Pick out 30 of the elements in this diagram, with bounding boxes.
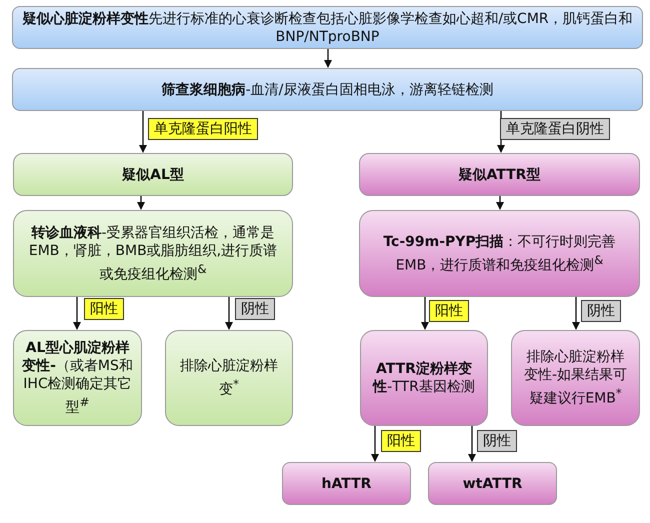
arrow: [421, 297, 429, 330]
edge-label: 阴性: [477, 430, 517, 452]
process-box: 筛查浆细胞病-血清/尿液蛋白固相电泳，游离轻链检测: [12, 68, 643, 111]
process-box: 疑似AL型: [13, 153, 293, 196]
arrow: [572, 297, 580, 330]
arrow: [324, 49, 332, 68]
edge-label: 阴性: [235, 298, 275, 320]
process-box: 转诊血液科-受累器官组织活检，通常是EMB，肾脏，BMB或脂肪组织,进行质谱或免疫组化检测$^{&}$: [13, 210, 293, 297]
arrow: [468, 426, 476, 462]
edge-label: 阴性: [581, 300, 621, 322]
edge-label: 阳性: [381, 430, 421, 452]
process-box: 疑似心脏淀粉样变性先进行标准的心衰诊断检查包括心脏影像学检查如心超和/或CMR，肌钙蛋白和BNP/NTproBNP: [12, 6, 643, 49]
arrow: [496, 196, 504, 210]
process-box: hATTR: [282, 462, 411, 505]
process-box: ATTR淀粉样变性-TTR基因检测: [360, 330, 488, 426]
edge-label: 单克隆蛋白阳性: [148, 118, 258, 140]
edge-label: 阳性: [429, 300, 469, 322]
arrow: [371, 426, 379, 462]
edge-label: 阳性: [84, 298, 124, 320]
arrow: [73, 297, 81, 330]
process-box: 排除心脏淀粉样变性-如果结果可疑建议行EMB$^{*}$: [511, 330, 640, 426]
arrow: [139, 111, 147, 153]
process-box: 疑似ATTR型: [359, 153, 640, 196]
edge-label: 单克隆蛋白阴性: [500, 118, 610, 140]
arrow: [225, 297, 233, 330]
process-box: AL型心肌淀粉样变性-（或者MS和IHC检测确定其它型$^{#}$: [13, 330, 142, 426]
process-box: wtATTR: [428, 462, 557, 505]
arrow: [137, 196, 145, 210]
process-box: 排除心脏淀粉样变$^{*}$: [165, 330, 293, 426]
process-box: Tc-99m-PYP扫描：不可行时则完善EMB，进行质谱和免疫组化检测$^{&}$: [359, 210, 640, 297]
